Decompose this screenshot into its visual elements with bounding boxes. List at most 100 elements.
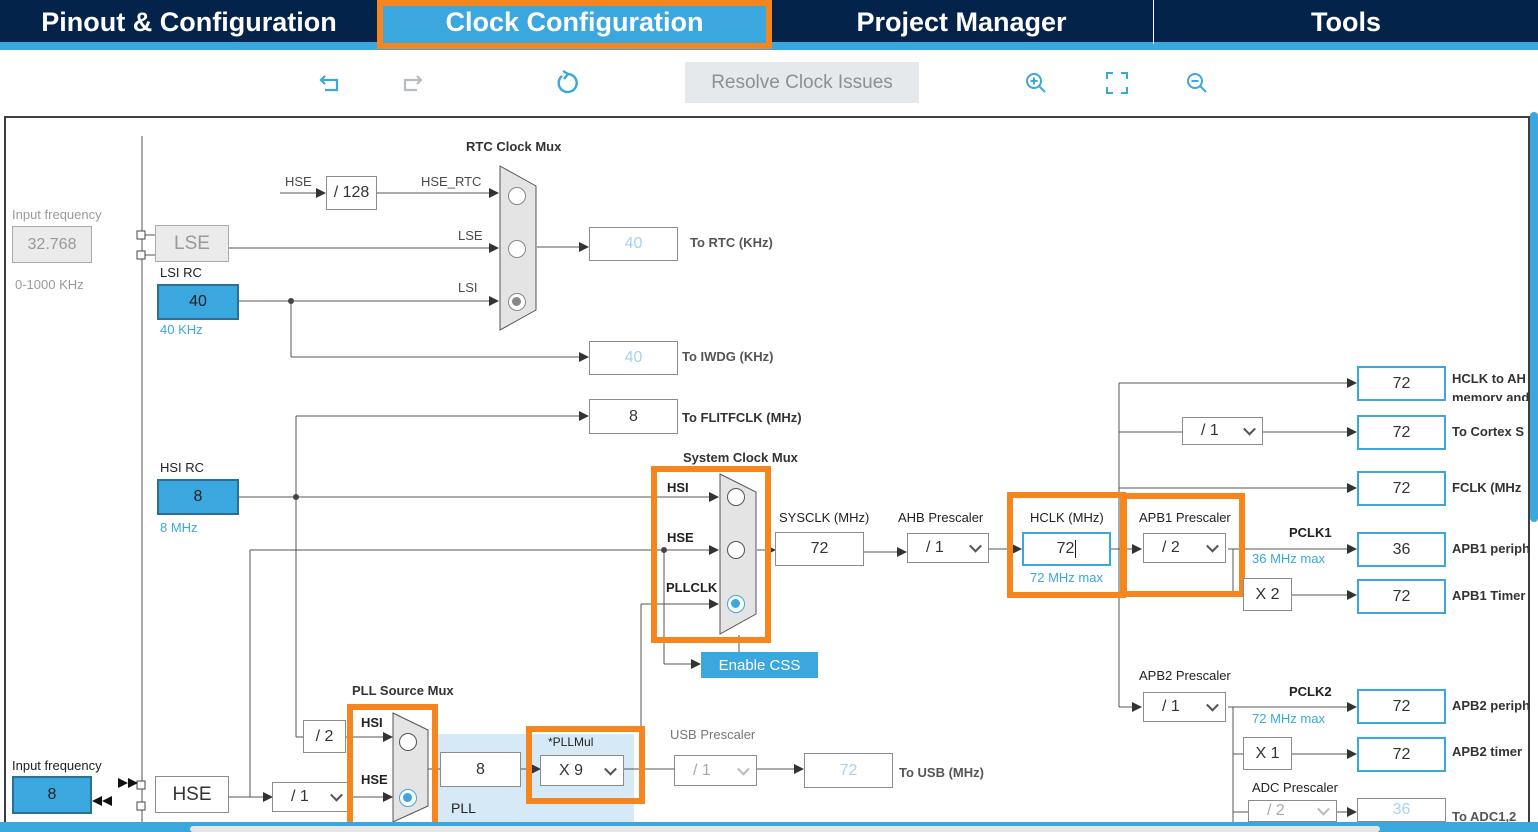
adc-output-label: To ADC1,2 xyxy=(1452,809,1517,824)
apb1-timer-value: 72 xyxy=(1357,579,1446,614)
hclk-to-ahb-label: HCLK to AH xyxy=(1452,371,1526,386)
ahb-prescaler-select[interactable]: / 1 xyxy=(907,533,989,563)
apb2-timer-value: 72 xyxy=(1357,737,1446,772)
apb2-prescaler-label: APB2 Prescaler xyxy=(1139,668,1231,683)
hse-input-frequency-field[interactable]: 8 xyxy=(12,776,92,814)
cortex-prescaler-value: / 1 xyxy=(1201,422,1219,439)
cortex-timer-value: 72 xyxy=(1357,415,1446,450)
sysmux-hsi-label: HSI xyxy=(667,480,689,495)
apb2-prescaler-select[interactable]: / 1 xyxy=(1143,692,1226,722)
usb-prescaler-select[interactable]: / 1 xyxy=(674,755,757,786)
vertical-scrollbar[interactable] xyxy=(1530,112,1538,522)
to-rtc-value: 40 xyxy=(589,227,678,261)
chevron-down-icon xyxy=(604,762,617,776)
tab-project-manager[interactable]: Project Manager xyxy=(856,6,1067,37)
sysmux-pllclk-radio[interactable] xyxy=(727,595,745,613)
tab-tools[interactable]: Tools xyxy=(1311,6,1381,37)
apb2-peripheral-value: 72 xyxy=(1357,689,1446,724)
hse-predivider-value: / 1 xyxy=(291,788,309,805)
hse-rtc-label: HSE_RTC xyxy=(421,174,482,189)
apb2-max-label: 72 MHz max xyxy=(1252,711,1325,726)
ahb-prescaler-value: / 1 xyxy=(926,539,944,556)
chevron-down-icon xyxy=(1206,539,1219,553)
pll-src-hse-radio[interactable] xyxy=(399,789,417,807)
adc-value: 36 xyxy=(1357,798,1446,822)
lsi-rc-label: LSI RC xyxy=(160,265,202,280)
apb1-prescaler-select[interactable]: / 2 xyxy=(1143,533,1226,563)
pll-input-value: 8 xyxy=(440,752,521,787)
tab-clock-configuration[interactable]: Clock Configuration xyxy=(383,0,766,44)
pll-label: PLL xyxy=(451,800,476,816)
hsi-div2-box: / 2 xyxy=(303,720,346,753)
lse-input-frequency-field[interactable]: 32.768 xyxy=(12,226,92,263)
pll-src-hsi-radio[interactable] xyxy=(399,733,417,751)
ahb-prescaler-label: AHB Prescaler xyxy=(898,510,984,525)
adc-prescaler-label: ADC Prescaler xyxy=(1252,780,1338,795)
rtc-mux-hse-radio[interactable] xyxy=(508,187,526,205)
chevron-down-icon xyxy=(737,762,750,776)
apb1-prescaler-label: APB1 Prescaler xyxy=(1139,510,1231,525)
lsi-rc-field[interactable]: 40 xyxy=(157,284,239,320)
undo-icon[interactable] xyxy=(316,68,346,98)
pclk2-label: PCLK2 xyxy=(1289,684,1332,699)
pclk1-label: PCLK1 xyxy=(1289,525,1332,540)
apb1-peripheral-value: 36 xyxy=(1357,532,1446,567)
adc-prescaler-select[interactable]: / 2 xyxy=(1248,800,1337,822)
fclk-label: FCLK (MHz xyxy=(1452,480,1522,495)
pll-src-hse-label: HSE xyxy=(361,772,388,787)
apb2-timer-label: APB2 timer xyxy=(1452,744,1523,759)
apb2-peripheral-label: APB2 periph xyxy=(1452,698,1531,713)
usb-value: 72 xyxy=(804,753,893,788)
redo-icon[interactable] xyxy=(396,68,426,98)
to-rtc-label: To RTC (KHz) xyxy=(690,235,773,250)
rtc-hse-label: HSE xyxy=(285,174,312,189)
apb1-max-label: 36 MHz max xyxy=(1252,551,1325,566)
rtc-lse-label: LSE xyxy=(458,228,483,243)
apb1-timer-multiplier: X 2 xyxy=(1243,578,1292,611)
sysclk-label: SYSCLK (MHz) xyxy=(779,510,870,525)
pll-src-hsi-label: HSI xyxy=(361,715,383,730)
hclk-value: 72 xyxy=(1056,540,1075,557)
pllmul-value: X 9 xyxy=(559,761,584,779)
hsi-frequency-label: 8 MHz xyxy=(160,520,198,535)
zoom-in-icon[interactable] xyxy=(1021,68,1051,98)
lse-frequency-range: 0-1000 KHz xyxy=(15,277,84,292)
lse-input-frequency-label: Input frequency xyxy=(12,207,102,222)
horizontal-scrollbar-thumb[interactable] xyxy=(190,826,1380,832)
cortex-prescaler-select[interactable]: / 1 xyxy=(1182,417,1263,445)
apb2-prescaler-value: / 1 xyxy=(1162,698,1180,715)
resolve-clock-issues-button[interactable]: Resolve Clock Issues xyxy=(685,62,919,103)
sysmux-hse-label: HSE xyxy=(667,530,694,545)
cortex-timer-label: To Cortex S xyxy=(1452,424,1524,439)
hse-input-frequency-label: Input frequency xyxy=(12,758,102,773)
hclk-to-ahb-value: 72 xyxy=(1357,366,1446,401)
chevron-down-icon xyxy=(1317,802,1330,816)
rtc-lsi-label: LSI xyxy=(458,280,478,295)
flitfclk-value: 8 xyxy=(589,399,678,434)
fit-screen-icon[interactable] xyxy=(1102,68,1132,98)
pllmul-select[interactable]: X 9 xyxy=(540,755,624,786)
tab-separator xyxy=(1153,0,1154,44)
refresh-icon[interactable] xyxy=(553,68,583,98)
hclk-label: HCLK (MHz) xyxy=(1030,510,1104,525)
hclk-input[interactable]: 72 xyxy=(1022,532,1111,566)
sysmux-hse-radio[interactable] xyxy=(727,541,745,559)
hsi-rc-label: HSI RC xyxy=(160,460,205,475)
tab-pinout-configuration[interactable]: Pinout & Configuration xyxy=(41,6,337,37)
sysmux-hsi-radio[interactable] xyxy=(727,488,745,506)
rtc-mux-lse-radio[interactable] xyxy=(508,240,526,258)
rtc-mux-lsi-radio[interactable] xyxy=(508,293,526,311)
to-iwdg-value: 40 xyxy=(589,341,678,375)
enable-css-button[interactable]: Enable CSS xyxy=(701,652,818,678)
zoom-out-icon[interactable] xyxy=(1182,68,1212,98)
text-cursor xyxy=(1075,540,1077,558)
chevron-down-icon xyxy=(969,539,982,553)
lsi-frequency-label: 40 KHz xyxy=(160,322,203,337)
hse-predivider-select[interactable]: / 1 xyxy=(272,782,350,812)
apb1-timer-label: APB1 Timer xyxy=(1452,588,1526,603)
pll-source-mux-title: PLL Source Mux xyxy=(352,683,454,698)
usb-prescaler-value: / 1 xyxy=(693,761,711,779)
hsi-rc-field[interactable]: 8 xyxy=(157,479,239,515)
usb-prescaler-label: USB Prescaler xyxy=(670,727,756,742)
